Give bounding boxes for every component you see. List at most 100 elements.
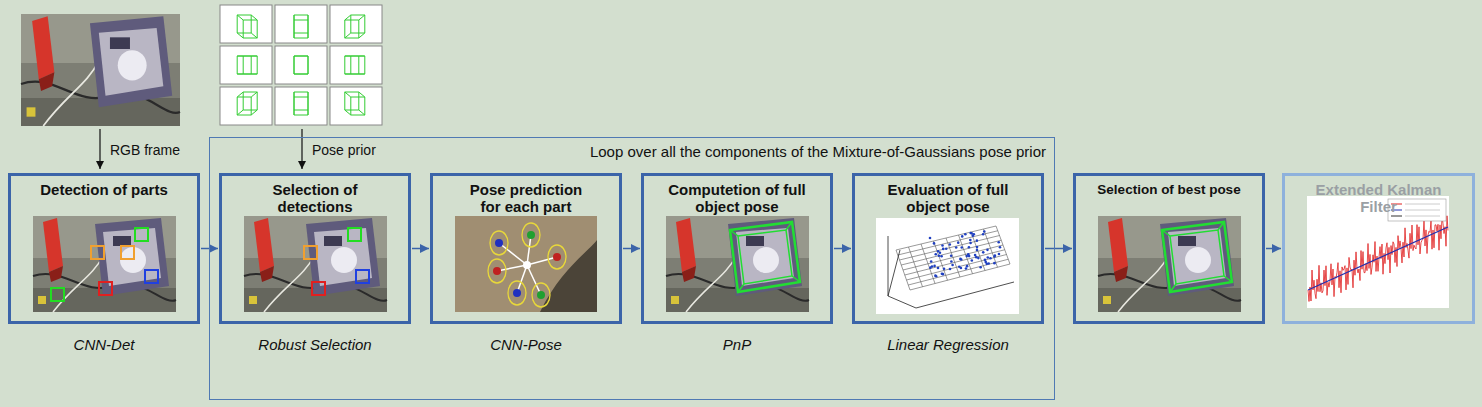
cube-back [345, 20, 359, 38]
scene-photo [33, 216, 176, 312]
cube-edges [237, 15, 257, 38]
detection-box [51, 288, 64, 301]
cell-frame [330, 46, 382, 84]
uncertainty-ellipse [490, 231, 508, 255]
estimate-line [1308, 227, 1448, 290]
device-chip [110, 37, 130, 49]
pose-prior-cell [275, 46, 327, 84]
data-point [934, 274, 937, 277]
device-panel [103, 228, 161, 286]
box-title: Detection of parts [14, 181, 194, 198]
yellow-part [1103, 296, 1111, 304]
pose-prior-cell [220, 87, 272, 125]
cube-back [294, 20, 308, 38]
data-point [998, 253, 1001, 256]
process-box: Computetion of full object posePnP [641, 173, 833, 354]
cube-back [294, 56, 308, 74]
uncertainty-ellipse [488, 259, 506, 283]
data-point [930, 260, 933, 263]
photo-bg [666, 216, 809, 312]
box-frame: Pose prediction for each part [430, 173, 622, 324]
method-caption: CNN-Pose [430, 336, 622, 354]
data-point [945, 247, 948, 250]
detection-box [312, 282, 325, 295]
noisy-measurements [1308, 216, 1448, 302]
data-point [959, 258, 962, 261]
device-panel [1168, 228, 1226, 286]
device-body [1160, 218, 1234, 296]
part-point [495, 239, 503, 247]
device-chip [746, 236, 764, 246]
method-caption: Robust Selection [219, 336, 411, 354]
cube-edges [237, 56, 257, 74]
data-point [942, 273, 945, 276]
cube-edges [345, 15, 365, 38]
cube-edges [294, 56, 308, 74]
data-point [940, 255, 943, 258]
pose-box-edges [730, 222, 800, 292]
photo-bg [33, 216, 176, 312]
pose-box [1162, 222, 1232, 292]
part-point [553, 253, 561, 261]
detection-box [348, 228, 361, 241]
device-body [90, 16, 172, 107]
part-pose-image [455, 216, 597, 312]
cube-back [243, 20, 257, 38]
pose-prior-cell [330, 87, 382, 125]
pose-prior-cell [330, 46, 382, 84]
box-frame: Detection of parts [8, 173, 200, 324]
red-tool-tip [49, 266, 63, 282]
star-center [523, 261, 531, 269]
photo-bg [21, 14, 180, 126]
cell-frame [275, 5, 327, 43]
method-caption: Linear Regression [852, 336, 1044, 354]
data-point [965, 255, 968, 258]
pose-prior-cell [330, 5, 382, 43]
method-caption: CNN-Det [8, 336, 200, 354]
detection-box [304, 246, 317, 259]
data-point [993, 262, 996, 265]
plot-legend-bar [1405, 210, 1440, 211]
red-tool-tip [682, 266, 696, 282]
yellow-part [38, 296, 46, 304]
process-box: Selection of detectionsRobust Selection [219, 173, 411, 354]
data-point [935, 275, 938, 278]
star-arm [527, 257, 557, 265]
box-title: Selection of detections [260, 181, 370, 215]
data-point [961, 235, 964, 238]
data-point [999, 246, 1002, 249]
data-point [950, 260, 953, 263]
data-point [976, 249, 979, 252]
data-point [949, 268, 952, 271]
data-point [957, 241, 960, 244]
plot-legend-sample [1391, 216, 1402, 217]
device-body [728, 218, 802, 296]
data-point [970, 232, 973, 235]
uncertainty-ellipse [532, 283, 550, 307]
red-tool-tip [39, 72, 55, 91]
plot-legend-bar [1405, 216, 1440, 217]
box-title: Evaluation of full object pose [878, 181, 1018, 215]
uncertainty-ellipse [548, 245, 566, 269]
arrow-label: Pose prior [312, 142, 376, 159]
cube-back [345, 56, 359, 74]
photo-bg [1098, 216, 1241, 312]
red-tool-tip [260, 266, 274, 282]
data-point [941, 244, 944, 247]
data-point [951, 264, 954, 267]
star-arm [527, 265, 541, 295]
cube-back [294, 92, 308, 110]
input-arrow [301, 129, 302, 169]
regression-mesh [896, 226, 1010, 290]
data-point [949, 243, 952, 246]
cell-frame [220, 87, 272, 125]
box-frame: Evaluation of full object pose [852, 173, 1044, 324]
regression-plot [876, 218, 1019, 314]
plot-bg [876, 218, 1019, 314]
data-point [960, 258, 963, 261]
cell-frame [275, 87, 327, 125]
data-point [986, 256, 989, 259]
cell-frame [330, 87, 382, 125]
photo-bg [244, 216, 387, 312]
data-point [983, 230, 986, 233]
